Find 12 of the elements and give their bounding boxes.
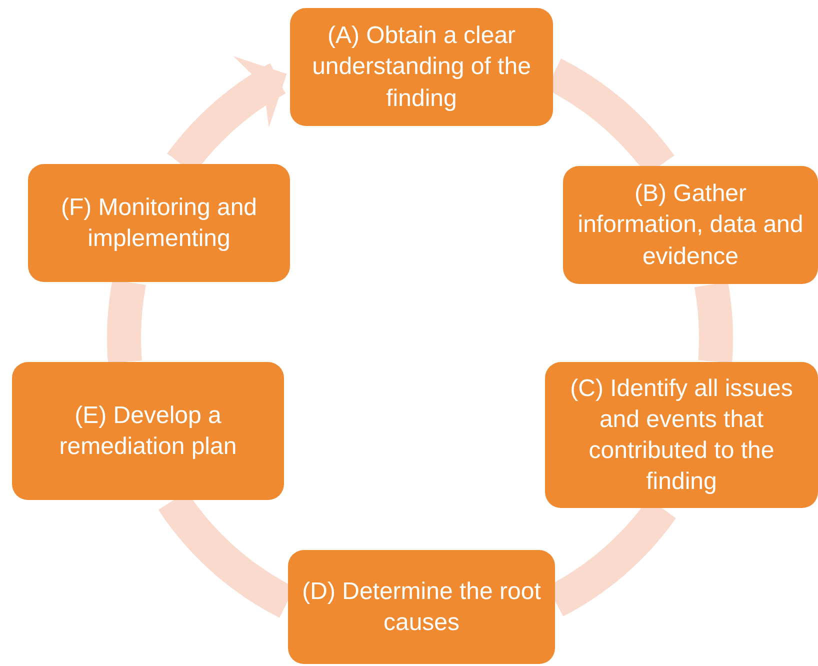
step-box [563,166,818,284]
step-label: (B) Gather information, data and evidence [576,179,804,272]
step-label: (A) Obtain a clear understanding of the finding [311,21,532,114]
step-label: (E) Develop a remediation plan [58,400,238,462]
step-box [12,362,284,500]
step-label: (D) Determine the root causes [301,576,542,638]
step-box [28,164,290,282]
step-label: (F) Monitoring and implementing [60,192,258,254]
step-box [288,550,555,664]
step-box [545,362,818,508]
step-box [290,8,553,126]
step-label: (C) Identify all issues and events that contributed to the finding [569,374,794,498]
